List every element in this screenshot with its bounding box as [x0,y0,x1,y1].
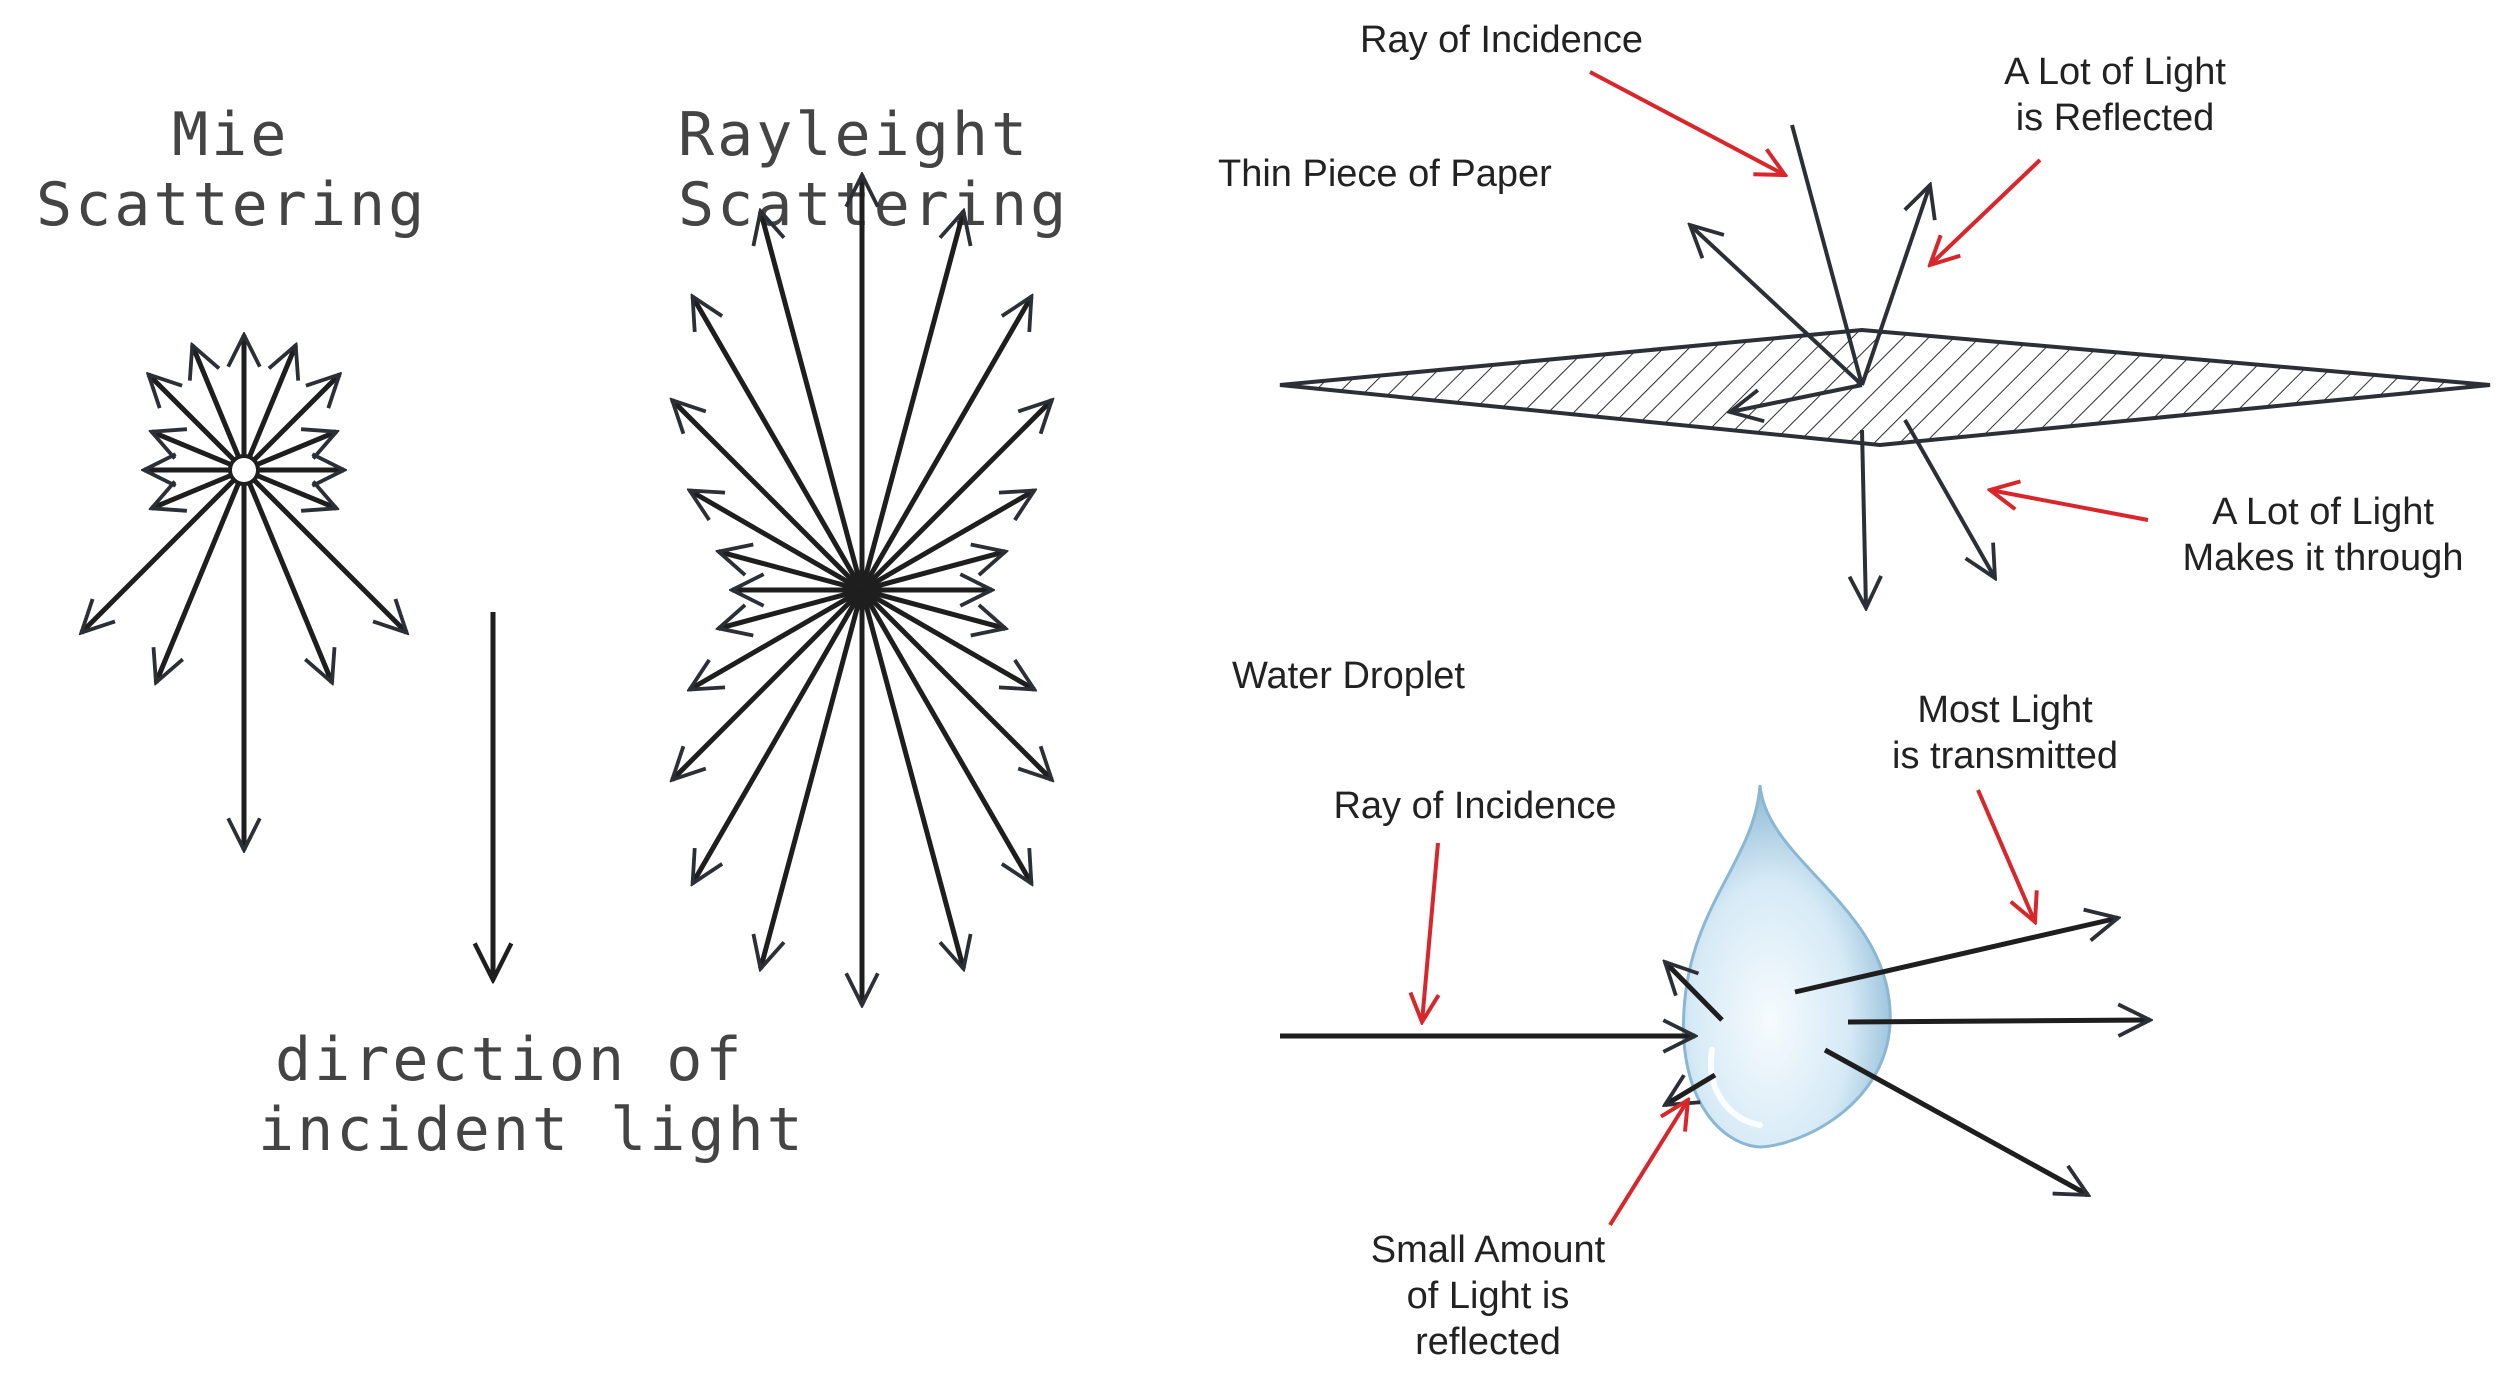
droplet-reflected-label-line1: Small Amount [1371,1229,1606,1271]
rayleigh-ray [861,587,1005,628]
mie-scatter-rays [81,335,406,850]
rayleigh-ray [859,588,1034,883]
rayleigh-title-line1: Rayleight [678,100,1030,170]
droplet-reflected-ray-up [1665,962,1724,1022]
rayleigh-ray [860,400,1052,592]
paper-diagram: Thin Piece of Paper Ray of Incidence A L… [1218,19,2491,608]
incident-light-indicator: direction of incident light [258,612,806,1165]
mie-particle [228,454,260,486]
rayleigh-title-line2: Scattering [678,170,1069,240]
paper-through-pointer [1990,490,2149,522]
droplet-transmitted-ray-up [1794,918,2118,995]
rayleigh-ray [860,588,1052,780]
rayleigh-diagram: Rayleight Scattering [672,100,1069,1005]
paper-ray-label: Ray of Incidence [1360,19,1643,61]
droplet-transmitted-label-line1: Most Light [1917,689,2093,731]
rayleigh-ray [672,400,864,592]
paper-reflected-label-line1: A Lot of Light [2004,51,2226,93]
rayleigh-ray [859,211,964,591]
rayleigh-ray [861,552,1005,593]
droplet-transmitted-label-line2: is transmitted [1892,735,2118,777]
mie-ray [242,468,407,633]
rayleigh-scatter-rays [672,175,1052,1005]
droplet-diagram: Water Droplet Ray of Incidence Most Ligh… [1232,655,2150,1363]
droplet-reflected-label-line3: reflected [1415,1321,1561,1363]
paper-transmitted-ray-right [1903,419,1995,578]
incident-caption-line2: incident light [258,1095,806,1165]
rayleigh-ray [690,297,865,592]
mie-ray [152,467,245,508]
rayleigh-ray [859,589,964,969]
mie-diagram: Mie Scattering [36,100,427,850]
mie-ray [192,345,247,471]
droplet-ray-label: Ray of Incidence [1333,785,1616,827]
paper-reflected-ray-left [1690,225,1864,387]
droplet-highlight [1707,1047,1763,1128]
rayleigh-ray [690,488,864,593]
mie-ray [156,469,247,683]
droplet-transmitted-ray-straight [1847,1020,2150,1022]
rayleigh-ray [761,589,865,969]
mie-ray [243,467,336,508]
mie-ray [81,468,246,633]
paper-reflected-label-line2: is Reflected [2016,97,2215,139]
mie-title-line1: Mie [172,100,289,170]
paper-reflected-pointer [1930,158,2042,265]
mie-ray [241,469,332,683]
paper-incident-ray [1790,124,1864,386]
mie-title-line2: Scattering [36,170,427,240]
mie-ray [152,432,245,473]
paper-transmitted-ray-down [1862,429,1866,608]
droplet-title: Water Droplet [1232,655,1465,697]
paper-internal-ray [1730,383,1863,412]
paper-through-label-line2: Makes it through [2183,537,2464,579]
rayleigh-ray [719,552,863,593]
mie-ray [243,432,336,473]
mie-ray [149,375,246,472]
rayleigh-ray [690,587,864,692]
mie-ray [242,375,340,472]
paper-through-label-line1: A Lot of Light [2212,491,2434,533]
rayleigh-ray [859,297,1034,592]
paper-title: Thin Piece of Paper [1218,153,1552,195]
droplet-reflected-pointer [1608,1100,1688,1227]
rayleigh-ray [690,588,865,883]
droplet-reflected-label-line2: of Light is [1407,1275,1570,1317]
mie-ray [241,345,296,471]
paper-sheet [1279,327,2491,448]
rayleigh-ray [860,587,1034,692]
rayleigh-ray [860,488,1034,593]
rayleigh-ray [719,587,863,628]
droplet-transmitted-pointer [1976,789,2035,922]
paper-reflected-ray-right [1860,185,1930,386]
incident-caption-line1: direction of [275,1025,744,1095]
rayleigh-ray [672,588,864,780]
droplet-ray-pointer [1422,842,1438,1022]
paper-ray-pointer [1589,70,1785,175]
droplet-transmitted-ray-down [1823,1047,2088,1198]
rayleigh-ray [761,211,865,591]
